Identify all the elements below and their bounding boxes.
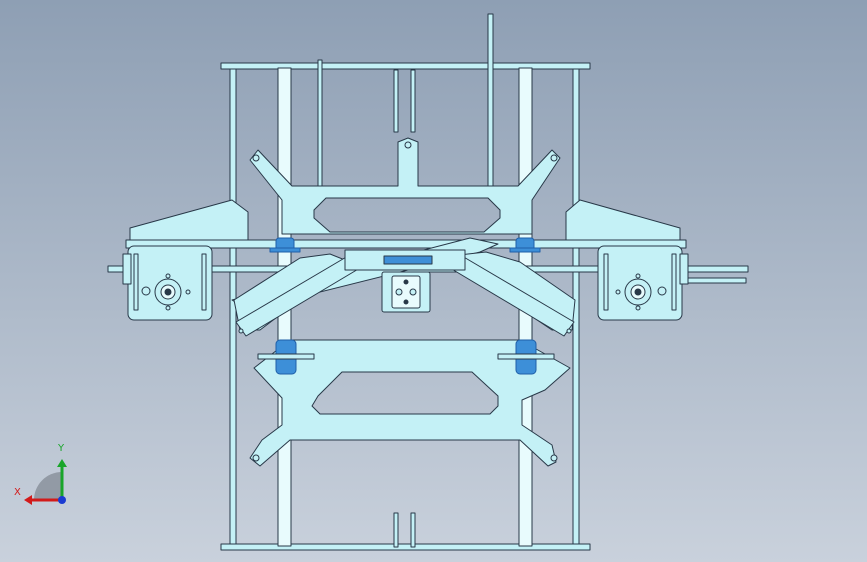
motor-plate-right-wedge bbox=[565, 199, 681, 245]
clamp-screw-4 bbox=[409, 288, 417, 296]
top-crossbar bbox=[220, 62, 591, 70]
motor-screw-right-d bbox=[615, 289, 621, 295]
triad-z-axis bbox=[58, 496, 66, 504]
motor-screw-right-c bbox=[635, 305, 641, 311]
belt-clamp-inner bbox=[391, 275, 421, 309]
triad-x-label: X bbox=[14, 487, 21, 498]
motor-box-left-post bbox=[133, 253, 139, 311]
motor-screw-left-a bbox=[141, 286, 151, 296]
plate-holes bbox=[238, 141, 572, 462]
motor-box-left-clip bbox=[122, 253, 132, 285]
triad-y-label: Y bbox=[58, 443, 65, 454]
clamp-screw-2 bbox=[403, 299, 409, 305]
motor-box-left-post2 bbox=[201, 253, 207, 311]
triad-y-arrowhead bbox=[57, 459, 67, 467]
linear-bearing-upper-left bbox=[269, 237, 301, 253]
stud-bottom-2 bbox=[410, 512, 416, 548]
motor-screw-left-d bbox=[185, 289, 191, 295]
linear-bearing-lower-right bbox=[497, 339, 555, 375]
belt-clamp-top bbox=[383, 255, 433, 265]
stud-top-3 bbox=[410, 69, 416, 133]
motor-shaft-left-bore bbox=[164, 288, 172, 296]
motor-screw-left-b bbox=[165, 273, 171, 279]
motor-screw-right-a bbox=[657, 286, 667, 296]
triad-plane bbox=[34, 472, 62, 500]
linear-bearing-upper-right bbox=[509, 237, 541, 253]
motor-plate-left-wedge bbox=[129, 199, 249, 245]
clamp-screw-1 bbox=[403, 279, 409, 285]
carriage-plate-upper bbox=[249, 137, 561, 235]
y-carriage-beam bbox=[125, 239, 687, 249]
motor-shaft-right-bore bbox=[634, 288, 642, 296]
clamp-screw-3 bbox=[395, 288, 403, 296]
stud-bottom-1 bbox=[393, 512, 399, 548]
stud-top-4 bbox=[487, 13, 494, 195]
triad-x-arrowhead bbox=[24, 495, 32, 505]
bottom-crossbar bbox=[220, 543, 591, 551]
motor-box-right-clip bbox=[679, 253, 689, 285]
stud-top-2 bbox=[393, 69, 399, 133]
motor-screw-left-c bbox=[165, 305, 171, 311]
motor-box-right-post bbox=[603, 253, 609, 311]
motor-screw-right-b bbox=[635, 273, 641, 279]
linear-bearing-lower-left bbox=[257, 339, 315, 375]
carriage-plate-lower bbox=[249, 339, 571, 467]
stud-top-1 bbox=[317, 59, 323, 191]
guide-bar-end bbox=[683, 277, 747, 284]
coordinate-triad bbox=[24, 459, 67, 505]
motor-box-right-post2 bbox=[671, 253, 677, 311]
